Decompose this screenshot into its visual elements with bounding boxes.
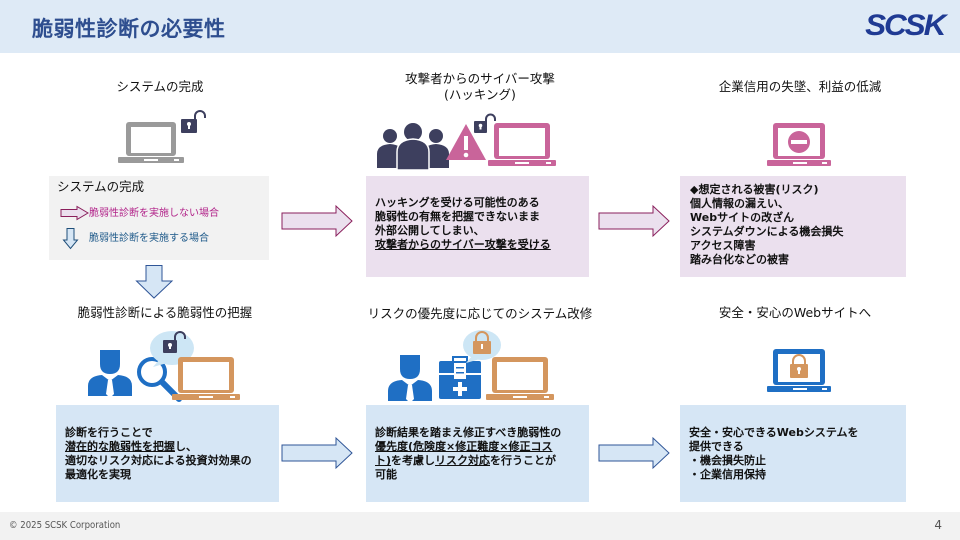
arrow-down-blue-icon [62,228,79,250]
text-emphasis: ト) [375,454,392,467]
text-line: アクセス障害 [690,239,756,252]
text-line: 適切なリスク対応による投資対効果の [65,454,252,467]
speech-bubble-padlock-icon [463,330,501,363]
text-line: ハッキングを受ける可能性のある [375,196,540,209]
text-line: ◆想定される被害(リスク) [690,183,819,196]
text-line: 可能 [375,468,397,481]
text-line: 個人情報の漏えい、 [690,197,789,210]
header-bar: 脆弱性診断の必要性 SCSK [0,0,960,53]
safe-website-box: 安全・安心できるWebシステムを 提供できる ・機会損失防止 ・企業信用保持 [680,405,906,502]
col-title-safe-website: 安全・安心のWebサイトへ [718,305,872,320]
grasp-box-text: 診断を行うことで 潜在的な脆弱性を把握し、 適切なリスク対応による投資対効果の … [65,426,252,482]
speech-bubble-padlock-icon [150,331,194,367]
page-title: 脆弱性診断の必要性 [32,17,226,41]
fix-box-text: 診断結果を踏まえ修正すべき脆弱性の 優先度(危険度×修正難度×修正コス ト)を考… [375,426,561,482]
damage-box-text: ◆想定される被害(リスク) 個人情報の漏えい、 Webサイトの改ざん システムダ… [690,183,843,267]
no-entry-icon [788,131,810,153]
col-title-system-fix: リスクの優先度に応じてのシステム改修 [367,306,593,321]
locked-padlock-icon [790,354,808,378]
text-line-emphasis: 攻撃者からのサイバー攻撃を受ける [375,238,551,251]
text-line: 潜在的な脆弱性を把握し、 [65,440,252,454]
text-emphasis: 潜在的な脆弱性を把握 [65,440,175,453]
warning-triangle-icon [446,124,486,160]
unlocked-padlock-icon [474,113,496,133]
text-line: 最適化を実現 [65,468,131,481]
person-icon [88,350,132,398]
text-line: 外部公開してしまい、 [375,224,485,237]
scsk-logo: SCSK [864,9,946,42]
text-line: 脆弱性の有無を把握できないまま [375,210,540,223]
laptop-icon [767,123,831,166]
text-line: 提供できる [689,440,744,453]
arrow-right-blue-icon [598,436,670,470]
vuln-grasp-box: 診断を行うことで 潜在的な脆弱性を把握し、 適切なリスク対応による投資対効果の … [56,405,279,502]
col-title-credit-loss: 企業信用の失墜、利益の低減 [718,79,882,94]
legend-no-diagnosis: 脆弱性診断を実施しない場合 [89,208,219,219]
toolbox-icon [439,356,481,399]
legend-diagnosis: 脆弱性診断を実施する場合 [89,233,209,244]
text-line: システムダウンによる機会損失 [690,225,844,238]
text-span: を行うことが [490,454,557,467]
arrow-right-pink-icon [60,205,89,221]
person-icon [388,355,432,403]
text-emphasis: リスク対応 [435,454,491,467]
title-line: (ハッキング) [444,87,516,102]
unlocked-padlock-icon [181,110,206,133]
text-line: 安全・安心できるWebシステムを [689,426,859,439]
attack-consequence-box: ハッキングを受ける可能性のある 脆弱性の有無を把握できないまま 外部公開してしま… [366,176,589,277]
laptop-icon [767,349,831,392]
laptop-icon [118,122,184,163]
arrow-right-blue-icon [281,436,353,470]
text-span: を考慮し [391,454,436,467]
system-fix-box: 診断結果を踏まえ修正すべき脆弱性の 優先度(危険度×修正難度×修正コス ト)を考… [366,405,589,502]
col-title-cyber-attack: 攻撃者からのサイバー攻撃 (ハッキング) [370,71,590,103]
safe-box-text: 安全・安心できるWebシステムを 提供できる ・機会損失防止 ・企業信用保持 [689,426,859,482]
damage-risk-box: ◆想定される被害(リスク) 個人情報の漏えい、 Webサイトの改ざん システムダ… [680,176,906,277]
text-line: ト)を考慮しリスク対応を行うことが [375,454,561,468]
laptop-icon [488,123,556,166]
text-line: 踏み台化などの被害 [690,253,789,266]
laptop-icon [172,357,240,400]
bullet-item: ・企業信用保持 [689,468,766,481]
page-number: 4 [934,518,942,532]
attack-box-text: ハッキングを受ける可能性のある 脆弱性の有無を把握できないまま 外部公開してしま… [375,196,551,252]
arrow-down-big-icon [135,265,174,299]
text-line-emphasis: 優先度(危険度×修正難度×修正コス [375,440,553,453]
text-span: し、 [175,440,197,453]
arrow-right-pink-icon [281,204,353,238]
copyright-text: © 2025 SCSK Corporation [9,520,121,531]
text-line: Webサイトの改ざん [690,211,795,224]
bullet-item: ・機会損失防止 [689,454,766,467]
title-line: 攻撃者からのサイバー攻撃 [405,71,555,86]
attacker-group-icon [377,123,449,171]
legend-box: システムの完成 脆弱性診断を実施しない場合 脆弱性診断を実施する場合 [49,176,269,260]
arrow-right-pink-icon [598,204,670,238]
col-title-vuln-grasp: 脆弱性診断による脆弱性の把握 [77,305,253,320]
text-line: 診断結果を踏まえ修正すべき脆弱性の [375,426,562,439]
laptop-icon [486,357,554,400]
footer-bar: © 2025 SCSK Corporation 4 [0,512,960,540]
legend-title: システムの完成 [57,179,145,194]
col-title-system-complete: システムの完成 [116,79,204,94]
text-line: 診断を行うことで [65,426,153,439]
